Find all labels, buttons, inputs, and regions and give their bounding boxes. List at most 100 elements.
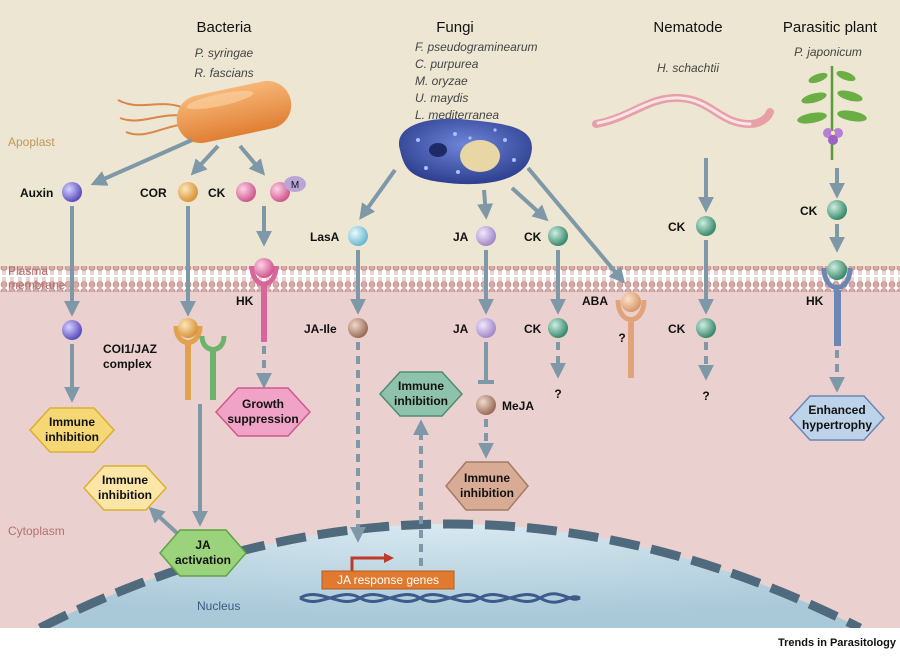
arrow-bact-ck [238,144,266,176]
ck-bacteria-label: CK [208,186,226,200]
hk-label-bacteria: HK [236,294,254,308]
outcome-immune-inhibition-fungi: Immune inhibition [378,371,464,417]
species-fungi-2: C. purpurea [415,57,479,71]
coi1-jaz-label-1: COI1/JAZ [103,342,157,356]
bacterium-illustration [117,80,292,144]
arrow-fungi-lasa [359,168,397,220]
lasa-molecule [348,226,368,246]
methyl-badge [284,176,306,192]
svg-text:Immune: Immune [102,473,148,487]
svg-text:Enhanced: Enhanced [808,403,865,417]
plasma-label: Plasma [8,264,48,278]
cor-molecule [178,182,198,202]
ck-nematode-molecule [696,216,716,236]
arrow-fungi-ja [477,189,494,220]
arrow-bact-cor [190,144,220,176]
svg-text:Immune: Immune [464,471,510,485]
svg-text:inhibition: inhibition [394,394,448,408]
header-parasitic-plant: Parasitic plant [783,19,878,36]
species-fungi-4: U. maydis [415,91,468,105]
coi1-jaz-label-2: complex [103,357,152,371]
outcome-immune-inhibition-meja: Immune inhibition [445,461,529,511]
species-fungi-5: L. mediterranea [415,108,499,122]
species-fungi-3: M. oryzae [415,74,468,88]
svg-text:JA: JA [195,538,211,552]
hk-receptor-bacteria [249,258,279,342]
ck-nematode-label: CK [668,220,686,234]
meja-label: MeJA [502,399,534,413]
cor-label: COR [140,186,167,200]
hk-receptor-plant [821,260,853,346]
transcription-arrowhead [384,553,394,563]
nucleus-label: Nucleus [197,599,240,613]
plasma-membrane [0,266,900,292]
ck-fungi-cyto-molecule [548,318,568,338]
auxin-molecule-cyto [62,320,82,340]
ja-fungi-molecule [476,226,496,246]
outcome-ja-activation: JA activation [159,529,247,577]
dna-helix [299,592,581,604]
outcome-immune-inhibition-ja: Immune inhibition [82,465,168,511]
nematode-illustration [592,93,774,129]
unknown-aba: ? [618,331,625,345]
svg-text:Growth: Growth [242,397,284,411]
svg-text:Immune: Immune [398,379,444,393]
transcription-start-marker [350,556,384,572]
arrow-fungi-aba [526,166,626,284]
outcome-enhanced-hypertrophy: Enhanced hypertrophy [788,395,886,441]
svg-text:inhibition: inhibition [45,430,99,444]
species-nematode: H. schachtii [657,61,719,75]
svg-text:suppression: suppression [227,412,298,426]
methyl-badge-label: M [291,180,299,191]
arrow-fungi-ck [510,186,549,222]
fungus-illustration [398,118,532,185]
ja-fungi-label: JA [453,230,469,244]
auxin-label: Auxin [20,186,53,200]
unknown-fungi: ? [554,387,561,401]
outcome-growth-suppression: Growth suppression [214,387,312,437]
ja-cyto-molecule [476,318,496,338]
ja-ile-molecule [348,318,368,338]
nuclear-envelope [37,519,863,633]
outcome-immune-inhibition-auxin: Immune inhibition [28,407,116,453]
ja-response-genes-label: JA response genes [337,573,439,587]
ck-nematode-cyto-label: CK [668,322,686,336]
arrow-bact-auxin [90,138,193,186]
ck-fungi-cyto-label: CK [524,322,542,336]
ja-ile-label: JA-Ile [304,322,337,336]
species-plant: P. japonicum [794,45,862,59]
species-bacteria-2: R. fascians [194,66,253,80]
ck-plant-label: CK [800,204,818,218]
meja-molecule [476,395,496,415]
header-fungi: Fungi [436,19,474,36]
aba-label: ABA [582,294,608,308]
journal-credit: Trends in Parasitology [778,637,897,649]
coi1-jaz-receptor [173,318,227,400]
auxin-molecule [62,182,82,202]
ck-plant-molecule [827,200,847,220]
cytoplasm-label: Cytoplasm [8,524,65,538]
ja-response-genes-box [321,570,455,590]
ja-cyto-label: JA [453,322,469,336]
header-nematode: Nematode [653,19,722,36]
ck-fungi-label: CK [524,230,542,244]
arrow-ja-activation-immune [148,506,180,536]
ck-fungi-molecule [548,226,568,246]
svg-text:Immune: Immune [49,415,95,429]
svg-text:hypertrophy: hypertrophy [802,418,872,432]
hk-label-plant: HK [806,294,824,308]
svg-text:inhibition: inhibition [460,486,514,500]
svg-text:activation: activation [175,553,231,567]
lasa-label: LasA [310,230,340,244]
ck-bacteria-molecule-1 [236,182,256,202]
ck-nematode-cyto-molecule [696,318,716,338]
parasitic-plant-illustration [797,66,867,160]
header-bacteria: Bacteria [196,19,252,36]
unknown-nematode: ? [702,389,709,403]
species-fungi-1: F. pseudograminearum [415,40,538,54]
species-bacteria-1: P. syringae [195,46,254,60]
membrane-label: membrane [8,278,66,292]
apoplast-label: Apoplast [8,135,55,149]
